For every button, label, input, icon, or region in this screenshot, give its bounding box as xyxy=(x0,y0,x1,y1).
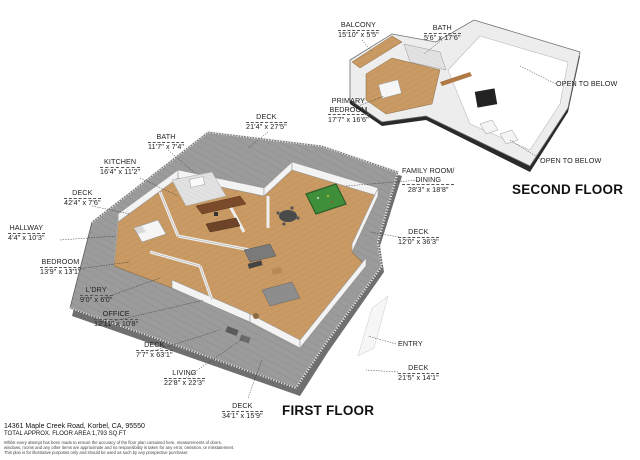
living-furniture xyxy=(243,243,301,307)
disclaimer-line-1: Whilst every attempt has been made to en… xyxy=(4,440,222,445)
bathtub xyxy=(189,176,205,188)
total-floor-area: TOTAL APPROX. FLOOR AREA 1,793 SQ.FT xyxy=(4,431,127,437)
label-open-to-below-2: OPEN TO BELOW xyxy=(540,156,602,165)
bath-2-floor xyxy=(403,43,447,71)
disclaimer-line-3: This plan is for illustrative purposes o… xyxy=(4,450,189,455)
pool-table xyxy=(305,183,347,215)
entry-wall xyxy=(357,295,389,357)
skylight-1 xyxy=(479,119,499,135)
skylight-2 xyxy=(499,129,519,145)
second-floor-plan xyxy=(349,19,581,172)
label-entry: ENTRY xyxy=(398,339,423,348)
kitchen-cabinets xyxy=(195,195,247,233)
deck-railing xyxy=(91,130,400,389)
balcony-floor xyxy=(351,35,403,69)
leader-lines xyxy=(59,39,557,399)
second-floor-title: SECOND FLOOR xyxy=(512,182,624,197)
bed-2 xyxy=(378,79,402,99)
disclaimer-line-2: windows, rooms and any other items are a… xyxy=(4,445,235,450)
tv-cabinet xyxy=(474,88,498,108)
deck-railing-front xyxy=(69,307,297,389)
stair-railing xyxy=(440,72,472,86)
label-open-to-below-1: OPEN TO BELOW xyxy=(556,79,618,88)
first-floor-title: FIRST FLOOR xyxy=(282,403,375,418)
dining-chairs xyxy=(276,206,300,226)
open-to-below-area xyxy=(447,35,569,151)
property-address: 14361 Maple Creek Road, Korbel, CA, 9555… xyxy=(4,423,145,430)
first-floor-plan xyxy=(69,130,402,396)
house-walls xyxy=(113,161,379,349)
bed xyxy=(133,219,167,243)
bath-floor xyxy=(171,171,227,207)
dining-table xyxy=(279,210,297,222)
interior-walls-outline xyxy=(149,191,251,301)
primary-bedroom-floor xyxy=(365,57,441,115)
deck-furniture xyxy=(225,313,259,344)
